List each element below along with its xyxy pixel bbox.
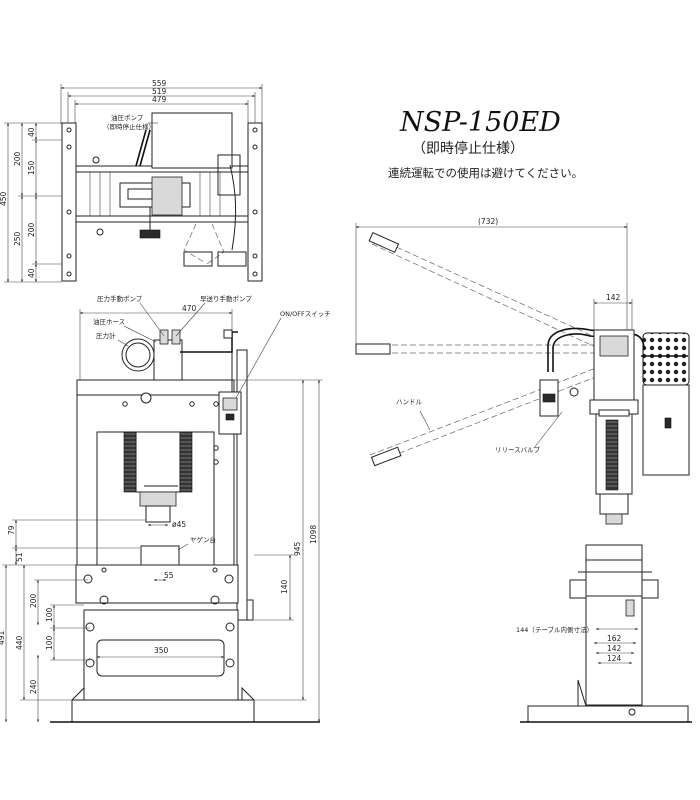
model-subtitle: （即時停止仕様） xyxy=(412,140,524,157)
usage-note: 連続運転での使用は避けてください。 xyxy=(388,166,583,180)
dim-1098: 1098 xyxy=(309,525,318,544)
dim-140: 140 xyxy=(280,579,289,594)
dim-470: 470 xyxy=(182,304,197,313)
dim-200-b: 200 xyxy=(27,222,36,237)
dim-450: 450 xyxy=(0,191,8,206)
dim-162: 162 xyxy=(607,634,622,643)
label-pressure-pump: 圧力手動ポンプ xyxy=(97,294,143,303)
dim-100-a: 100 xyxy=(45,607,54,622)
dim-79: 79 xyxy=(7,525,16,535)
dim-phi45: ø45 xyxy=(172,520,186,529)
dim-240: 240 xyxy=(29,679,38,694)
dim-200-front: 200 xyxy=(29,593,38,608)
dim-55: 55 xyxy=(164,571,174,580)
dim-732: (732) xyxy=(478,217,498,226)
label-oil-pump-note: （即時停止仕様） xyxy=(103,122,155,131)
dim-519: 519 xyxy=(152,87,167,96)
dim-51: 51 xyxy=(15,552,24,562)
dim-200-top: 200 xyxy=(13,151,22,166)
label-fast-pump: 早送り手動ポンプ xyxy=(200,294,252,303)
top-view: 559 519 479 450 200 250 40 150 200 40 xyxy=(0,79,263,283)
label-onoff-switch: ON/OFFスイッチ xyxy=(280,310,331,318)
label-table-inner: 144（テーブル内側寸法） xyxy=(516,625,593,634)
front-view: 470 ø45 xyxy=(0,294,331,723)
side-view: (732) 142 ハンドル リリースバルブ xyxy=(355,217,692,723)
dim-142-top: 142 xyxy=(606,293,621,302)
dim-945: 945 xyxy=(293,541,302,556)
dim-100-b: 100 xyxy=(45,635,54,650)
label-release-valve: リリースバルブ xyxy=(495,445,541,454)
dim-142-table: 142 xyxy=(607,644,622,653)
dim-440: 440 xyxy=(15,635,24,650)
label-oil-pump: 油圧ポンプ xyxy=(111,113,144,122)
label-oil-hose: 油圧ホース xyxy=(93,317,125,326)
dim-350: 350 xyxy=(154,646,169,655)
dim-40-b: 40 xyxy=(27,268,36,278)
dim-491: 491 xyxy=(0,630,6,645)
label-pressure-gauge: 圧力計 xyxy=(96,331,116,340)
dim-479: 479 xyxy=(152,95,167,104)
dim-559: 559 xyxy=(152,79,167,88)
dim-40-a: 40 xyxy=(27,127,36,137)
title-block: NSP-150ED （即時停止仕様） 連続運転での使用は避けてください。 xyxy=(388,107,583,180)
dim-250: 250 xyxy=(13,231,22,246)
model-title: NSP-150ED xyxy=(399,107,561,138)
label-yagen-stand: ヤゲン台 xyxy=(190,535,216,544)
dim-124: 124 xyxy=(607,654,622,663)
dim-150: 150 xyxy=(27,160,36,175)
label-handle: ハンドル xyxy=(396,398,423,406)
